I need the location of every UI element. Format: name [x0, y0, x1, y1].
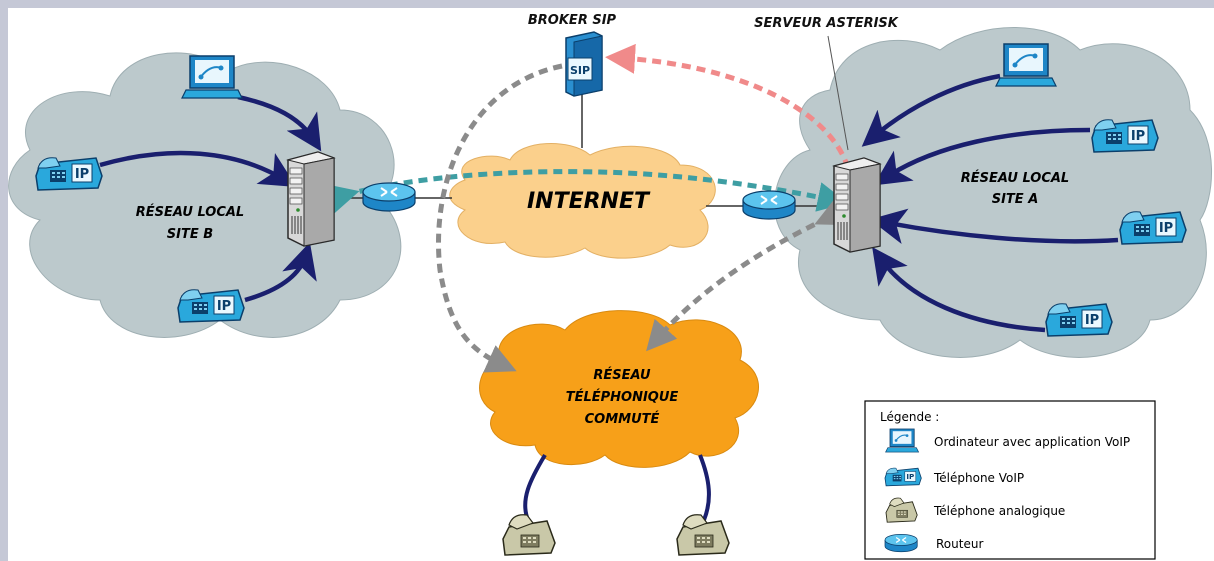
server-asterisk: [833, 157, 881, 253]
computer-icon: [995, 43, 1057, 87]
teal-dash-site-link: [326, 169, 848, 214]
arrow-phone-a1: [873, 127, 1091, 186]
broker-sip-server: SIP: [565, 31, 603, 97]
site-b-label-line1: RÉSEAU LOCAL: [136, 204, 244, 220]
site-b-label-line2: SITE B: [167, 227, 213, 242]
analog-cord-right: [698, 454, 711, 521]
pstn-cloud: [479, 310, 759, 468]
legend-item-computer: Ordinateur avec application VoIP: [934, 435, 1130, 449]
pstn-label-line2: TÉLÉPHONIQUE: [566, 389, 679, 405]
legend: Légende : Ordinateur avec application Vo…: [864, 400, 1156, 560]
legend-computer-icon: [885, 428, 920, 453]
asterisk-title: SERVEUR ASTERISK: [754, 16, 899, 31]
site-a-label-line2: SITE A: [992, 192, 1039, 207]
legend-title: Légende :: [880, 410, 939, 424]
svg-text:SIP: SIP: [570, 64, 590, 77]
asterisk-pointer: [827, 35, 849, 151]
arrow-computer-a: [861, 73, 1001, 147]
legend-voip-phone-icon: [884, 467, 922, 487]
pstn-label-line1: RÉSEAU: [593, 367, 651, 383]
voip-phone-icon: [1091, 118, 1159, 153]
router-icon: [362, 182, 416, 212]
broker-sip-title: BROKER SIP: [528, 13, 617, 28]
computer-icon: [181, 55, 243, 99]
arrow-computer-b: [237, 94, 322, 152]
voip-phone-icon: [35, 156, 103, 191]
pink-dash-register: [605, 43, 851, 169]
analog-phone-icon: [676, 513, 730, 556]
arrow-phone-a3: [872, 247, 1046, 333]
site-a-label-line1: RÉSEAU LOCAL: [961, 170, 1069, 186]
arrow-phone-b2: [244, 242, 317, 303]
analog-phone-icon: [502, 513, 556, 556]
legend-item-router: Routeur: [936, 537, 983, 551]
analog-cord-left: [523, 453, 547, 521]
pstn-label-line3: COMMUTÉ: [585, 411, 660, 427]
legend-item-analog: Téléphone analogique: [933, 504, 1065, 518]
voip-phone-icon: [1119, 210, 1187, 245]
legend-analog-phone-icon: [885, 497, 918, 523]
gray-dash-asterisk-pstn: [646, 198, 848, 352]
router-icon: [742, 190, 796, 220]
server-site-b: [287, 151, 335, 247]
arrow-phone-a2: [869, 208, 1119, 244]
voip-phone-icon: [177, 288, 245, 323]
internet-label: INTERNET: [527, 189, 651, 214]
legend-item-voip: Téléphone VoIP: [933, 471, 1024, 485]
legend-router-icon: [884, 533, 918, 553]
arrow-phone-b1: [99, 150, 297, 187]
voip-phone-icon: [1045, 302, 1113, 337]
